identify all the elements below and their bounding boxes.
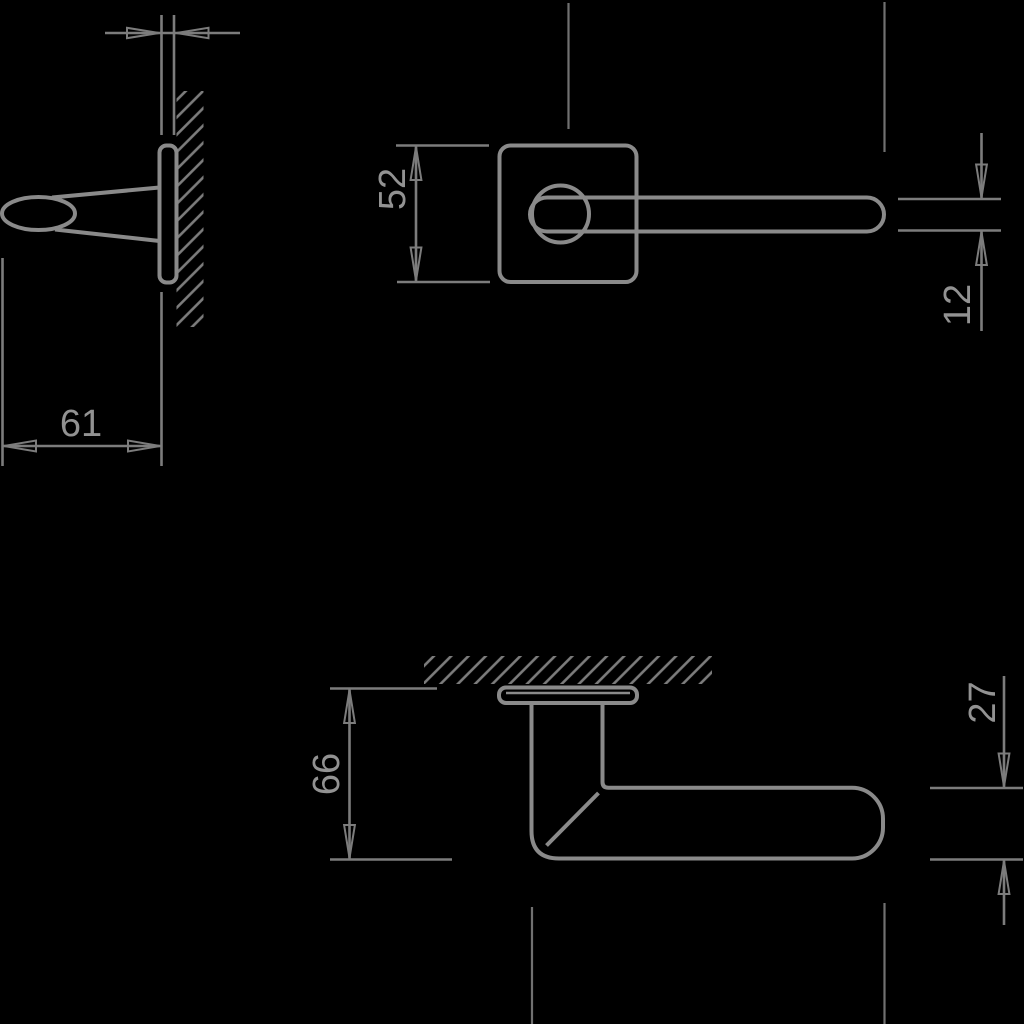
lever-collar xyxy=(530,183,591,245)
arrowhead-up-icon xyxy=(342,689,357,724)
bottom-view: 66 xyxy=(306,656,886,1024)
plate-width-dimension-label: 61 xyxy=(60,403,102,445)
lever-grip-end xyxy=(0,195,77,232)
arrowhead-down-icon xyxy=(342,824,357,859)
door-hatching xyxy=(424,656,712,684)
handle-bend-edge xyxy=(545,791,600,847)
square-rosette xyxy=(497,143,639,284)
arrowhead-up-icon xyxy=(997,860,1011,895)
side-view: 61 xyxy=(0,15,240,466)
arrowhead-up-icon xyxy=(974,231,989,266)
grip-depth-dimension-label: 27 xyxy=(962,681,1004,723)
arrowhead-up-icon xyxy=(409,146,423,181)
arrowhead-down-icon xyxy=(409,246,423,281)
rosette-size-dimension-label: 52 xyxy=(372,168,414,210)
wall-hatching xyxy=(176,91,204,327)
plate-thickness-dimension xyxy=(105,15,240,135)
arrowhead-left-icon xyxy=(3,439,37,453)
lever-thickness-dimension-12: 12 xyxy=(883,2,1001,331)
rosette-dimension-52: 52 xyxy=(372,144,490,284)
lever-arm xyxy=(528,195,886,234)
arrowhead-down-icon xyxy=(974,163,989,198)
lever-thickness-dimension-label: 12 xyxy=(937,284,979,326)
grip-depth-dimension-27: 27 xyxy=(930,676,1023,925)
handle-contour xyxy=(529,703,885,861)
lever-top-edge xyxy=(51,185,160,200)
arrowhead-left-icon xyxy=(176,26,210,40)
lever-bottom-edge xyxy=(54,227,160,243)
projection-dimension-61: 61 xyxy=(1,258,163,466)
arrowhead-right-icon xyxy=(126,26,160,40)
front-view: 52 xyxy=(372,3,886,284)
arrowhead-down-icon xyxy=(997,752,1011,787)
handle-height-dimension-label: 66 xyxy=(306,753,348,795)
arrowhead-right-icon xyxy=(127,439,161,453)
rosette-plate-edge xyxy=(497,685,639,705)
height-dimension-66: 66 xyxy=(306,687,452,861)
rosette-plate-side xyxy=(157,143,179,285)
